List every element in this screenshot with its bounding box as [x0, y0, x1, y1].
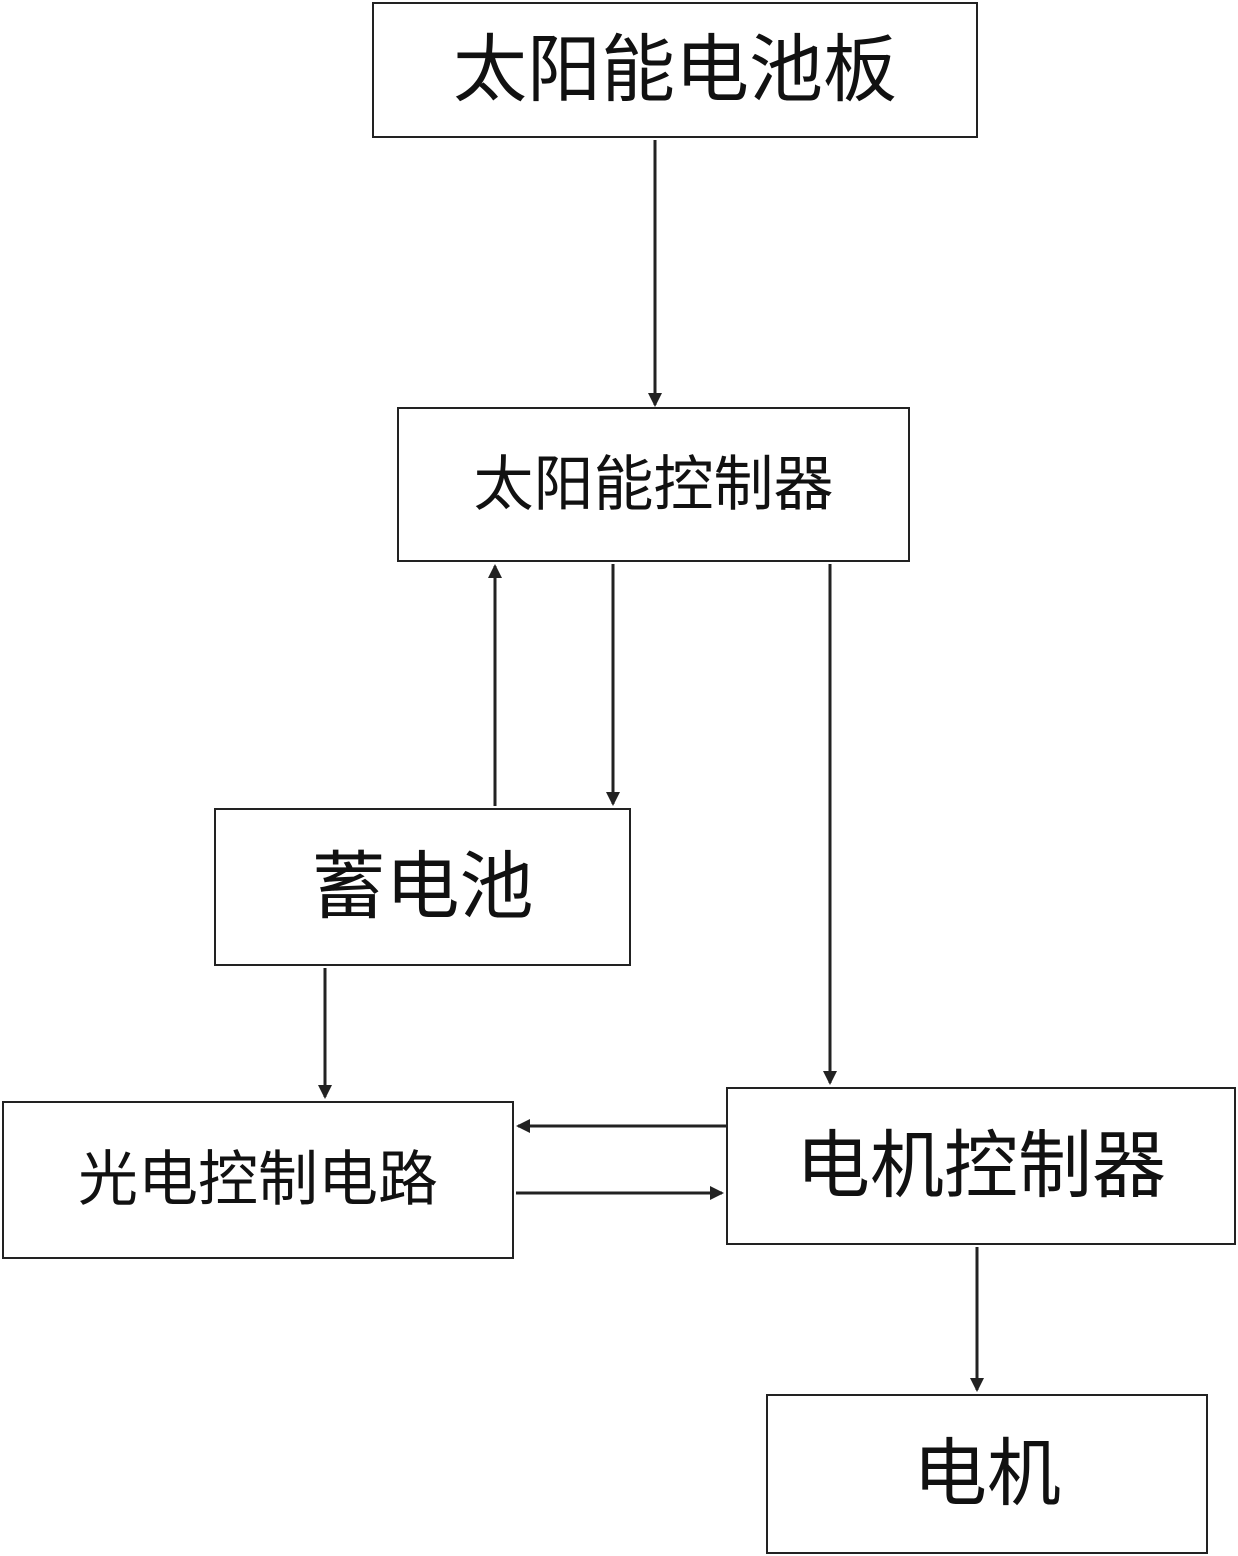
motor-controller-label: 电机控制器: [796, 1123, 1166, 1209]
solar-controller-label: 太阳能控制器: [473, 449, 834, 520]
battery-node: 蓄电池: [214, 808, 631, 966]
solar-controller-node: 太阳能控制器: [397, 407, 910, 562]
motor-node: 电机: [766, 1394, 1208, 1554]
solar-panel-node: 太阳能电池板: [372, 2, 978, 138]
photoelectric-circuit-label: 光电控制电路: [78, 1145, 438, 1215]
solar-panel-label: 太阳能电池板: [453, 27, 897, 113]
battery-label: 蓄电池: [311, 844, 534, 930]
motor-controller-node: 电机控制器: [726, 1087, 1236, 1245]
motor-label: 电机: [913, 1431, 1061, 1517]
photoelectric-circuit-node: 光电控制电路: [2, 1101, 514, 1259]
